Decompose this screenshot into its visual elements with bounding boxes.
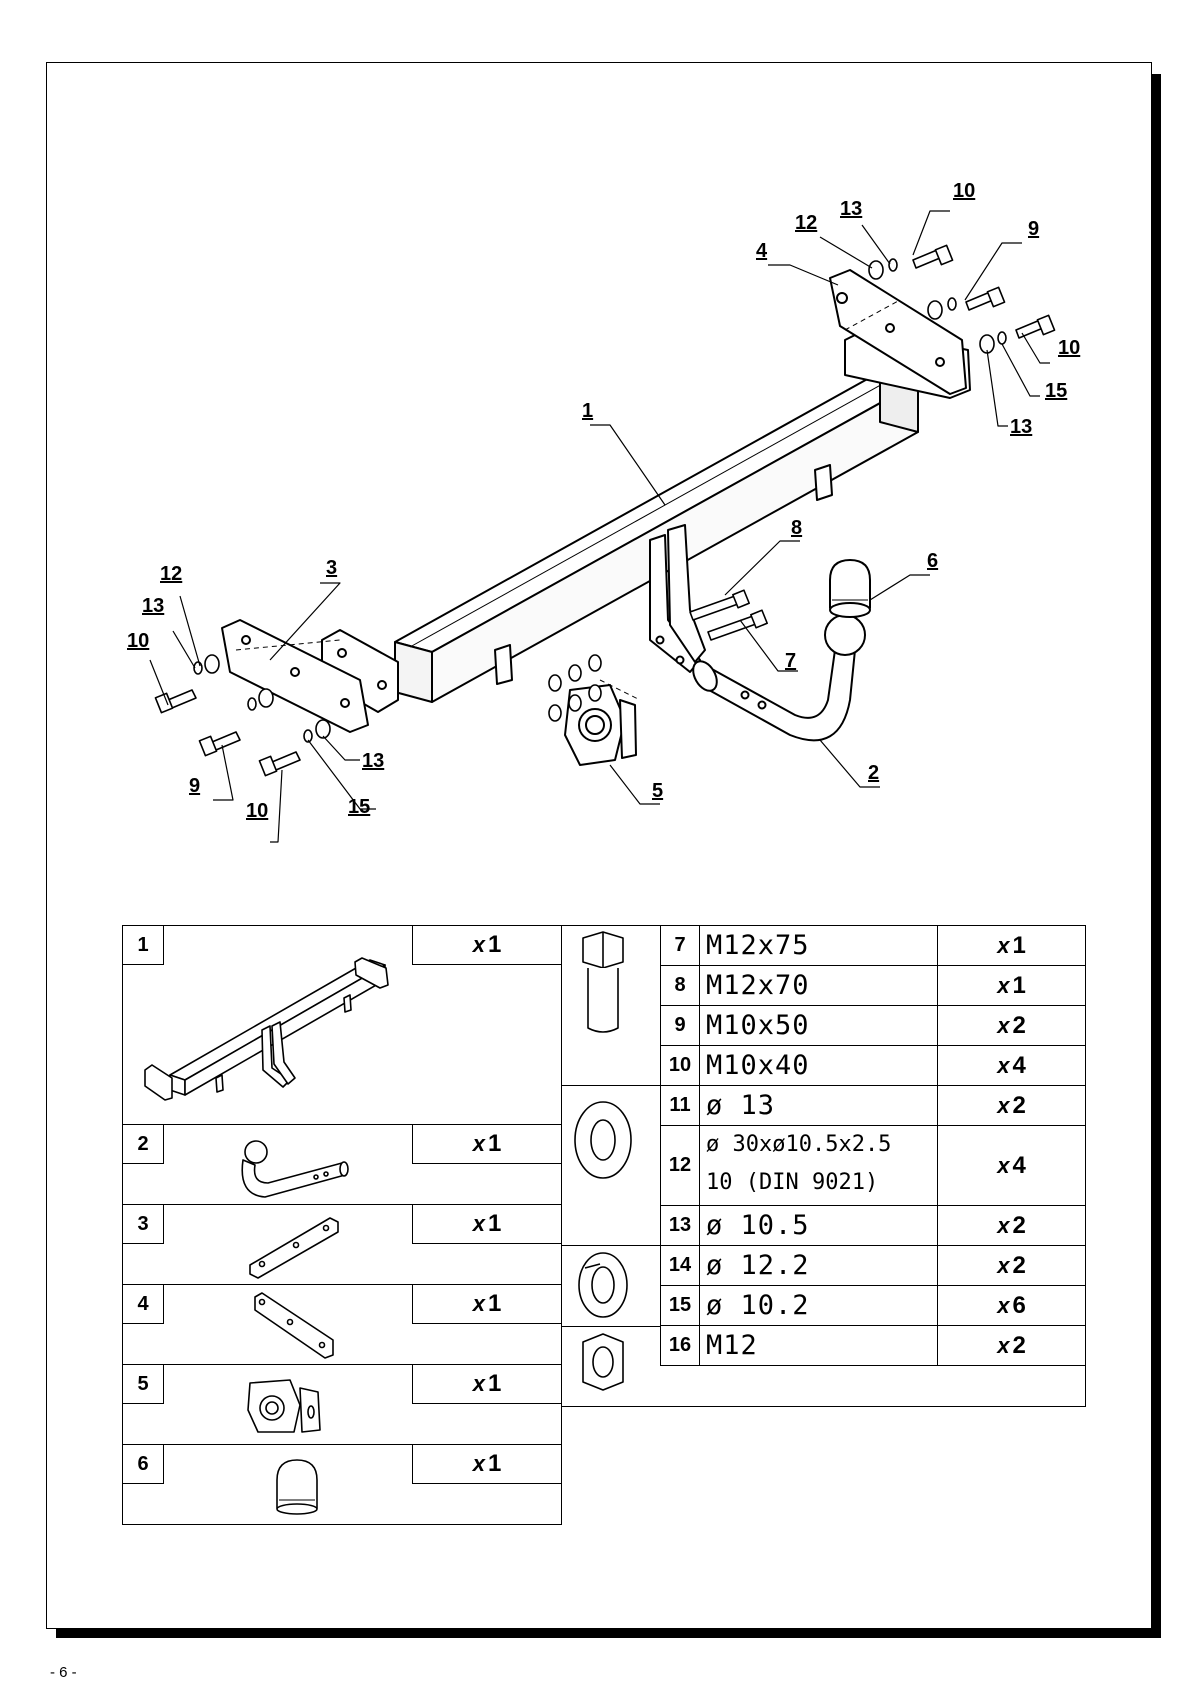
callout-1: 1 (582, 400, 594, 422)
hardware-number: 13 (660, 1205, 700, 1246)
callout-8: 8 (791, 517, 803, 539)
part-number: 2 (122, 1124, 164, 1164)
washers (193, 258, 1007, 743)
hardware-number: 12 (660, 1125, 700, 1206)
callout-5: 5 (652, 780, 664, 802)
callout-13-left-top: 13 (142, 595, 165, 617)
hardware-spec: ø 10.5 (699, 1205, 938, 1246)
callout-10-left-bottom: 10 (246, 800, 269, 822)
hardware-spec: M12x70 (699, 965, 938, 1006)
hardware-spec: ø 13 (699, 1085, 938, 1126)
callout-4: 4 (756, 240, 768, 262)
callout-10-right-top: 10 (953, 180, 976, 202)
page-number: - 6 - (50, 1664, 77, 1681)
hardware-number: 11 (660, 1085, 700, 1126)
leader-lines (149, 210, 1050, 843)
callout-9-right: 9 (1028, 218, 1040, 240)
callout-13-left-bottom: 13 (362, 750, 385, 772)
exploded-diagram (149, 210, 1056, 843)
part-number: 3 (122, 1204, 164, 1244)
callout-12-right: 12 (795, 212, 818, 234)
sheet-shadow-bottom (56, 1629, 1161, 1638)
callout-13-right-bottom: 13 (1010, 416, 1033, 438)
hardware-number: 8 (660, 965, 700, 1006)
hardware-spec: M12 (699, 1325, 938, 1366)
spring-washer-image-cell (561, 1245, 661, 1327)
washer-image-cell (561, 1085, 661, 1246)
callout-2: 2 (868, 762, 880, 784)
callout-15-right: 15 (1045, 380, 1068, 402)
callout-15-left: 15 (348, 796, 371, 818)
callout-6: 6 (927, 550, 939, 572)
callout-3: 3 (326, 557, 338, 579)
hardware-spec: M10x40 (699, 1045, 938, 1086)
hardware-number: 14 (660, 1245, 700, 1286)
callout-10-left-top: 10 (127, 630, 150, 652)
ball-hook-part-2 (692, 614, 866, 742)
hardware-spec: M10x50 (699, 1005, 938, 1046)
plate-part-4 (829, 269, 967, 395)
hardware-spec: M12x75 (699, 925, 938, 966)
part-number: 6 (122, 1444, 164, 1484)
hardware-number: 15 (660, 1285, 700, 1326)
part-number: 4 (122, 1284, 164, 1324)
bolt-image-cell (561, 925, 661, 1086)
callout-13-right-top: 13 (840, 198, 863, 220)
part-number: 5 (122, 1364, 164, 1404)
hardware-number: 9 (660, 1005, 700, 1046)
hardware-number: 10 (660, 1045, 700, 1086)
hardware-number: 7 (660, 925, 700, 966)
hardware-spec: ø 12.2 (699, 1245, 938, 1286)
ball-cap-part-6 (829, 559, 871, 618)
callout-10-right-bottom: 10 (1058, 337, 1081, 359)
hardware-number: 16 (660, 1325, 700, 1366)
callout-7: 7 (785, 650, 797, 672)
part-number: 1 (122, 925, 164, 965)
callout-12-left: 12 (160, 563, 183, 585)
hardware-spec: ø 10.2 (699, 1285, 938, 1326)
callout-9-left: 9 (189, 775, 201, 797)
sheet-shadow-right (1152, 74, 1161, 1638)
